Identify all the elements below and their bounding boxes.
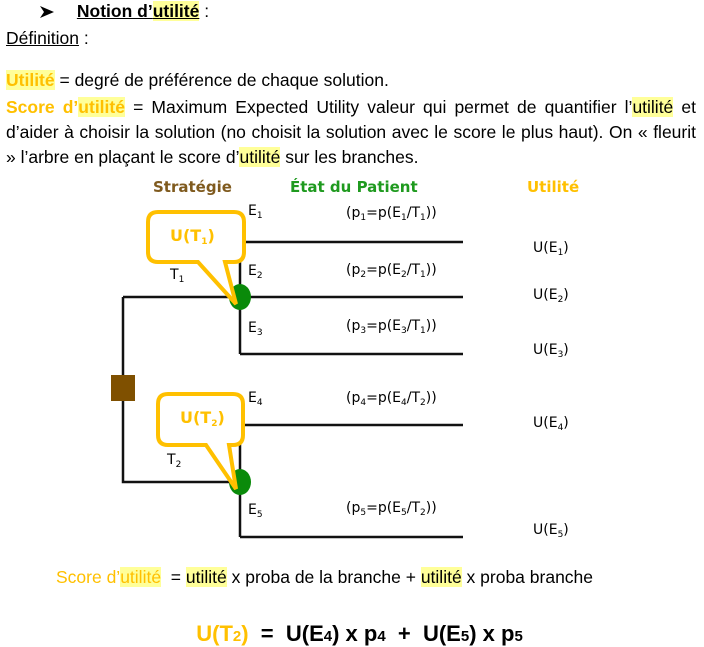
probability-label: (p5=p(E5/T2)) <box>346 500 437 518</box>
probability-label: (p2=p(E2/T1)) <box>346 262 437 280</box>
header-strategy: Stratégie <box>153 178 232 196</box>
state-label: E2 <box>248 263 263 281</box>
branch-t2-trunk <box>121 297 240 484</box>
definition-heading: Définition : <box>6 28 89 49</box>
header-utility: Utilité <box>527 178 580 196</box>
header-patient-state: État du Patient <box>290 178 418 196</box>
probability-label: (p3=p(E3/T1)) <box>346 318 437 336</box>
formula-score-prefix: Score d’ <box>56 567 121 587</box>
state-label: E3 <box>248 320 263 338</box>
callout-t2-bubble <box>156 392 245 491</box>
callout-t1-text: U(T1) <box>170 226 215 247</box>
formula-description: Score d’utilité = utilité x proba de la … <box>56 567 593 588</box>
highlight-utilite: utilité <box>632 97 674 117</box>
highlight-utilite: utilité <box>420 567 462 587</box>
state-label: E1 <box>248 203 263 221</box>
highlight-utilite: utilité <box>185 567 227 587</box>
highlight-utilite: utilité <box>239 147 281 167</box>
heading-highlight-word: utilité <box>152 1 200 21</box>
heading-notion: Notion d’utilité : <box>40 1 209 22</box>
formula-main: U(T2) = U(E4) x p4 + U(E5) x p5 <box>196 621 523 646</box>
score-text-3: sur les branches. <box>280 147 419 167</box>
strategy-label: T1 <box>170 267 185 285</box>
score-text-1: = Maximum Expected Utility valeur qui pe… <box>124 97 633 117</box>
probability-label: (p1=p(E1/T1)) <box>346 205 437 223</box>
formula-score-word: utilité <box>120 567 162 587</box>
formula-end: x proba branche <box>461 567 594 587</box>
formula-mid: x proba de la branche + <box>226 567 421 587</box>
heading-suffix: : <box>199 1 210 21</box>
text-utilite: = degré de préférence de chaque solution… <box>54 70 389 90</box>
utility-label: U(E5) <box>533 522 569 540</box>
heading-prefix: Notion d’ <box>76 1 153 21</box>
arrowhead-bullet-icon <box>40 2 54 18</box>
utility-label: U(E3) <box>533 342 569 360</box>
definition-suffix: : <box>78 28 89 48</box>
term-utilite: Utilité <box>6 70 55 90</box>
score-text-2: et d’aider à choisir la solution (no cho… <box>6 97 696 167</box>
term-score-prefix: Score d’ <box>6 97 79 117</box>
utility-label: U(E1) <box>533 240 569 258</box>
probability-label: (p4=p(E4/T2)) <box>346 390 437 408</box>
definition-label: Définition <box>6 28 79 48</box>
state-label: E5 <box>248 502 263 520</box>
formula-rhs: = U(E <box>248 621 324 646</box>
term-score-word: utilité <box>78 97 125 117</box>
callout-t2-text: U(T2) <box>180 408 225 429</box>
formula-eq: = <box>161 567 186 587</box>
callout-t1-bubble <box>146 210 246 306</box>
state-label: E4 <box>248 390 263 408</box>
utility-label: U(E2) <box>533 287 569 305</box>
definition-score: Score d’utilité = Maximum Expected Utili… <box>6 95 696 170</box>
utility-label: U(E4) <box>533 415 569 433</box>
formula-lhs: U(T2) <box>196 621 249 646</box>
strategy-label: T2 <box>167 452 182 470</box>
definition-utilite: Utilité = degré de préférence de chaque … <box>6 70 389 91</box>
decision-node <box>111 375 135 401</box>
